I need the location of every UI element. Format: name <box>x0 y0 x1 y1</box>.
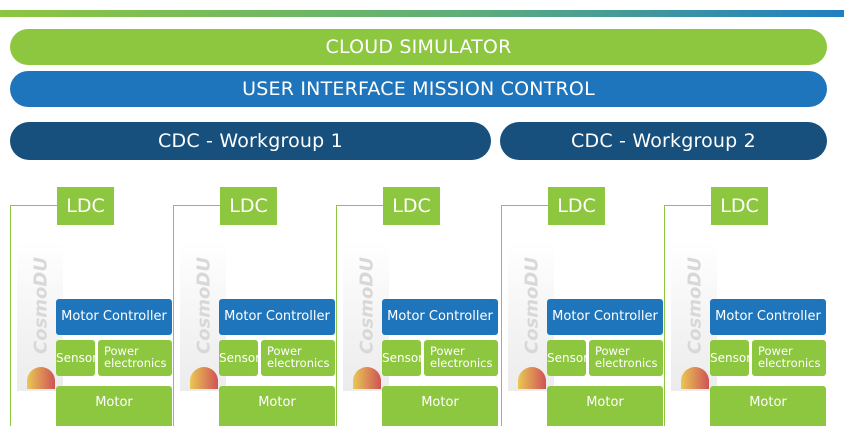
cosmodu-logo: CosmoDU <box>180 241 226 391</box>
motor-block: Motor <box>382 386 498 426</box>
motor-controller-block: Motor Controller <box>382 299 498 335</box>
motor-controller-block: Motor Controller <box>219 299 335 335</box>
motor-block: Motor <box>219 386 335 426</box>
ldc-label: LDC <box>220 187 277 225</box>
logo-swoosh-icon <box>681 367 709 389</box>
ldc-unit-2: LDC CosmoDU Motor Controller Sensor Powe… <box>173 183 335 426</box>
cosmodu-logo-text: CosmoDU <box>30 257 52 354</box>
ldc-label: LDC <box>383 187 440 225</box>
ldc-unit-1: LDC CosmoDU Motor Controller Sensor Powe… <box>10 183 172 426</box>
logo-swoosh-icon <box>27 367 55 389</box>
ldc-label: LDC <box>711 187 768 225</box>
cosmodu-logo: CosmoDU <box>343 241 389 391</box>
cosmodu-logo-text: CosmoDU <box>356 257 378 354</box>
unit-frame <box>173 205 220 426</box>
cosmodu-logo: CosmoDU <box>508 241 554 391</box>
sensor-block: Sensor <box>547 340 588 376</box>
unit-frame <box>336 205 383 426</box>
ldc-label: LDC <box>548 187 605 225</box>
cdc-workgroup-1: CDC - Workgroup 1 <box>10 122 491 160</box>
ldc-unit-5: LDC CosmoDU Motor Controller Sensor Powe… <box>664 183 826 426</box>
motor-block: Motor <box>547 386 663 426</box>
cosmodu-logo-text: CosmoDU <box>684 257 706 354</box>
logo-swoosh-icon <box>190 367 218 389</box>
cdc-workgroup-2: CDC - Workgroup 2 <box>500 122 827 160</box>
sensor-block: Sensor <box>710 340 751 376</box>
motor-block: Motor <box>710 386 826 426</box>
cosmodu-logo: CosmoDU <box>17 241 63 391</box>
header-gradient-bar <box>0 10 844 17</box>
sensor-block: Sensor <box>219 340 260 376</box>
ldc-label: LDC <box>57 187 114 225</box>
unit-frame <box>10 205 57 426</box>
unit-frame <box>664 205 711 426</box>
motor-controller-block: Motor Controller <box>56 299 172 335</box>
logo-swoosh-icon <box>353 367 381 389</box>
ldc-unit-3: LDC CosmoDU Motor Controller Sensor Powe… <box>336 183 498 426</box>
cosmodu-logo-text: CosmoDU <box>193 257 215 354</box>
user-interface-layer: USER INTERFACE MISSION CONTROL <box>10 71 827 107</box>
cosmodu-logo-text: CosmoDU <box>521 257 543 354</box>
unit-frame <box>501 205 548 426</box>
sensor-block: Sensor <box>382 340 423 376</box>
ldc-unit-4: LDC CosmoDU Motor Controller Sensor Powe… <box>501 183 663 426</box>
motor-controller-block: Motor Controller <box>547 299 663 335</box>
cosmodu-logo: CosmoDU <box>671 241 717 391</box>
cloud-simulator-layer: CLOUD SIMULATOR <box>10 29 827 65</box>
logo-swoosh-icon <box>518 367 546 389</box>
sensor-block: Sensor <box>56 340 97 376</box>
motor-controller-block: Motor Controller <box>710 299 826 335</box>
motor-block: Motor <box>56 386 172 426</box>
